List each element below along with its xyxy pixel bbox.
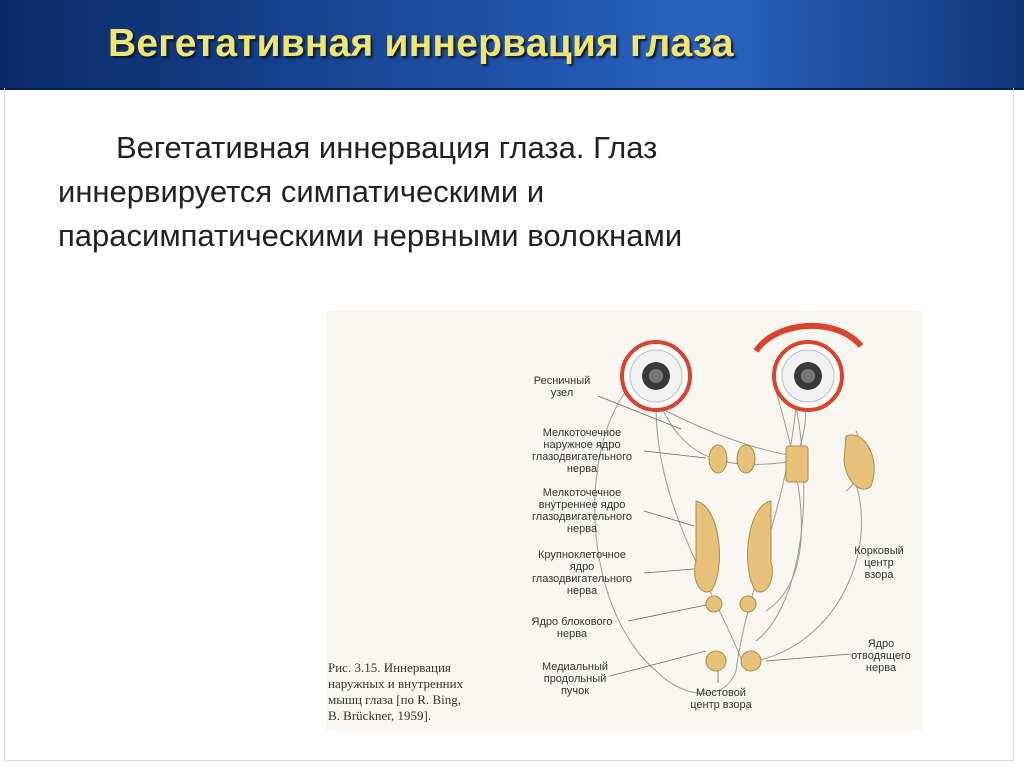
leader-line (597, 395, 682, 430)
label-small-outer-nucleus: Мелкоточечное наружное ядро глазодвигате… (532, 427, 632, 475)
diagram-drawing (594, 323, 875, 694)
fiber-line (665, 410, 797, 457)
paragraph-line-3: парасимпатическими нервными волокнами (58, 218, 683, 253)
figure-caption: Рис. 3.15. Иннервация наружных и внутрен… (328, 660, 464, 723)
small-outer-nucleus-left (708, 444, 728, 474)
label-medial-fasciculus: Медиальный продольный пучок (541, 661, 609, 697)
paragraph-line-1: Вегетативная иннервация глаза. Глаз (116, 130, 658, 165)
label-pontine-center: Мостовой центр взора (690, 687, 752, 711)
right-eye-icon (753, 323, 864, 412)
innervation-diagram: Ресничный узел Мелкоточечное наружное яд… (326, 311, 923, 731)
label-small-inner-nucleus: Мелкоточечное внутреннее ядро глазодвига… (532, 487, 632, 535)
body-paragraph: Вегетативная иннервация глаза. Глаз инне… (58, 126, 958, 258)
label-cortical-center: Корковый центр взора (854, 545, 904, 581)
leader-line (609, 650, 707, 677)
slide-title: Вегетативная иннервация глаза (108, 22, 734, 65)
abducens-nucleus-right (740, 650, 762, 672)
trochlear-nucleus-right (739, 595, 757, 613)
leader-line (627, 604, 707, 622)
label-abducens-nucleus: Ядро отводящего нерва (851, 638, 911, 674)
trochlear-nucleus-left (705, 595, 723, 613)
label-large-cell-nucleus: Крупноклеточное ядро глазодвигательного … (532, 549, 632, 597)
large-cell-nucleus-left (694, 500, 720, 593)
fiber-line (765, 390, 802, 612)
leader-line (643, 450, 707, 459)
left-eye-icon (620, 340, 692, 412)
abducens-nucleus-left (705, 650, 727, 672)
leader-line (643, 568, 695, 574)
title-bar: Вегетативная иннервация глаза (0, 0, 1024, 90)
label-trochlear-nucleus: Ядро блокового нерва (531, 616, 613, 640)
leader-line (765, 653, 852, 662)
fiber-line (594, 390, 737, 694)
ciliary-ganglion-block (785, 445, 809, 483)
small-outer-nucleus-right (736, 444, 756, 474)
large-cell-nucleus-right (747, 500, 773, 593)
fiber-line (755, 460, 862, 662)
fiber-line (655, 405, 747, 672)
slide-frame (4, 88, 1014, 761)
leader-line (643, 510, 695, 527)
fiber-line (660, 405, 797, 465)
label-ciliary-ganglion: Ресничный узел (533, 375, 591, 399)
paragraph-line-2: иннервируется симпатическими и (58, 174, 545, 209)
cortical-center-shape (843, 434, 875, 490)
